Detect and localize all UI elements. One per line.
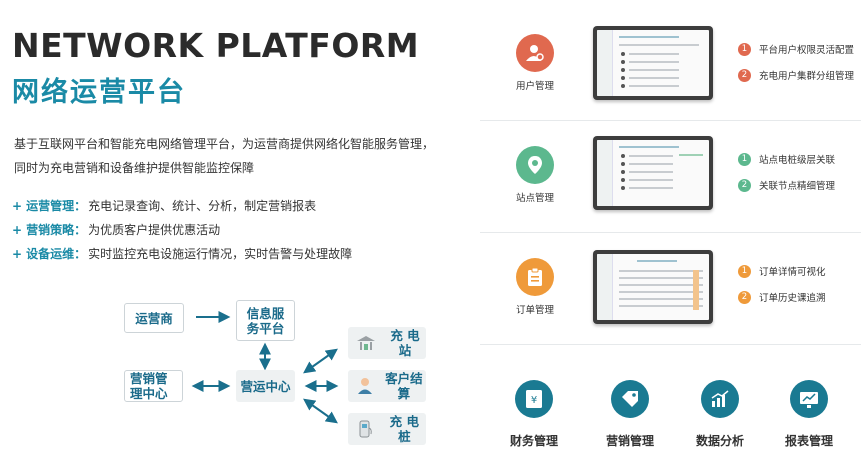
screenshot-thumbnail xyxy=(593,250,713,324)
architecture-diagram: 运营商 信息服务平台 营销管理中心 营运中心 充 电 站 客户结算 充 电 桩 xyxy=(0,290,460,463)
plus-icon: + xyxy=(12,199,23,213)
chart-icon xyxy=(701,380,739,418)
bottom-item-analytics: 数据分析 xyxy=(680,380,760,449)
number-badge: 1 xyxy=(738,42,751,56)
number-badge: 2 xyxy=(738,290,751,304)
row-divider xyxy=(480,120,861,121)
finance-icon: ¥ xyxy=(515,380,553,418)
screenshot-thumbnail xyxy=(593,26,713,100)
person-icon xyxy=(356,377,374,395)
module-label: 站点管理 xyxy=(515,193,554,204)
intro-text: 基于互联网平台和智能充电网络管理平台，为运营商提供网络化智能服务管理，同时为充电… xyxy=(14,137,435,175)
arrow-ops-pile xyxy=(303,398,338,424)
bottom-label: 报表管理 xyxy=(784,434,833,448)
feature-desc: 实时监控充电设施运行情况，实时告警与处理故障 xyxy=(88,247,353,261)
number-badge: 1 xyxy=(738,152,751,166)
feature-desc: 为优质客户提供优惠活动 xyxy=(88,223,221,237)
canopy-icon xyxy=(356,334,376,352)
svg-text:¥: ¥ xyxy=(531,395,537,406)
feature-name: 营销策略： xyxy=(26,223,87,237)
screenshot-thumbnail xyxy=(593,136,713,210)
feature-item: +运营管理：充电记录查询、统计、分析，制定营销报表 xyxy=(12,194,452,218)
row-divider xyxy=(480,232,861,233)
bottom-feature-icons: ¥ 财务管理 营销管理 数据分析 报表管理 xyxy=(480,372,861,463)
node-charging-station: 充 电 站 xyxy=(348,327,426,359)
title-cn: 网络运营平台 xyxy=(12,77,186,108)
plus-icon: + xyxy=(12,247,23,261)
clipboard-icon xyxy=(516,258,554,296)
bottom-item-marketing: 营销管理 xyxy=(590,380,670,449)
node-marketing-center: 营销管理中心 xyxy=(124,370,183,402)
feature-list: +运营管理：充电记录查询、统计、分析，制定营销报表 +营销策略：为优质客户提供优… xyxy=(12,194,452,266)
node-ops-center: 营运中心 xyxy=(236,370,295,402)
module-label: 订单管理 xyxy=(515,305,554,316)
number-badge: 1 xyxy=(738,264,751,278)
feature-desc: 充电记录查询、统计、分析，制定营销报表 xyxy=(88,199,317,213)
tag-icon xyxy=(611,380,649,418)
feature-item: +设备运维：实时监控充电设施运行情况，实时告警与处理故障 xyxy=(12,242,452,266)
title-en: NETWORK PLATFORM xyxy=(12,26,420,65)
bottom-item-finance: ¥ 财务管理 xyxy=(494,380,574,449)
arrow-ops-station xyxy=(303,348,338,374)
bottom-item-reports: 报表管理 xyxy=(769,380,849,449)
charger-icon xyxy=(356,420,375,438)
location-pin-icon xyxy=(516,146,554,184)
bottom-label: 数据分析 xyxy=(695,434,744,448)
report-icon xyxy=(790,380,828,418)
node-charging-pile: 充 电 桩 xyxy=(348,413,426,445)
node-info-service: 信息服务平台 xyxy=(236,300,295,341)
node-customer-settlement: 客户结算 xyxy=(348,370,426,402)
row-divider xyxy=(480,344,861,345)
feature-name: 运营管理： xyxy=(26,199,87,213)
number-badge: 2 xyxy=(738,68,751,82)
plus-icon: + xyxy=(12,223,23,237)
user-gear-icon xyxy=(516,34,554,72)
bottom-label: 财务管理 xyxy=(509,434,558,448)
number-badge: 2 xyxy=(738,178,751,192)
charging-pile-label: 充 电 桩 xyxy=(389,414,420,444)
feature-item: +营销策略：为优质客户提供优惠活动 xyxy=(12,218,452,242)
node-operator: 运营商 xyxy=(124,303,184,333)
bottom-label: 营销管理 xyxy=(605,434,654,448)
customer-settlement-label: 客户结算 xyxy=(385,371,423,401)
feature-name: 设备运维： xyxy=(26,247,87,261)
module-label: 用户管理 xyxy=(515,81,554,92)
charging-station-label: 充 电 站 xyxy=(390,328,420,358)
